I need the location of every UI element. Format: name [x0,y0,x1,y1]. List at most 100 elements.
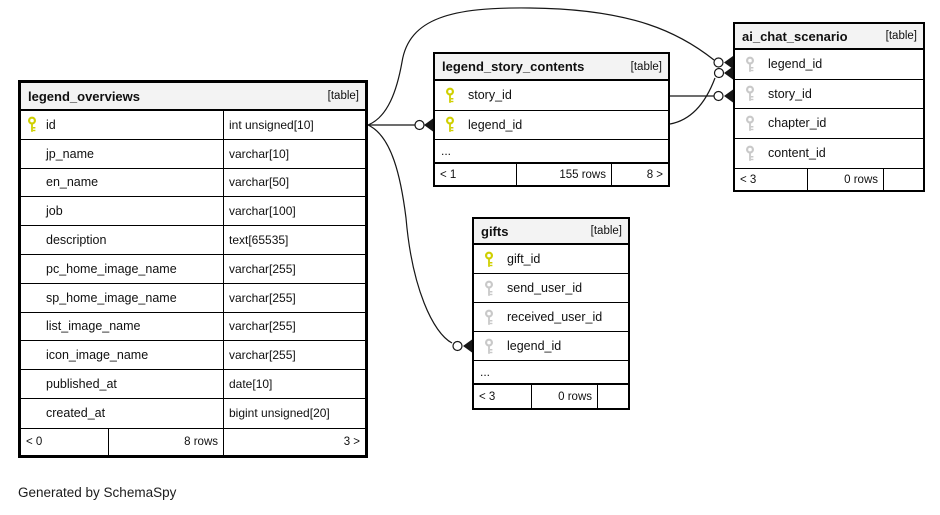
column-name: job [46,204,63,219]
column-name: published_at [46,377,117,392]
column-type: varchar[10] [229,146,290,161]
column-name: id [46,117,56,132]
foreign-key-icon [484,280,494,297]
primary-key-icon [27,116,37,133]
table-tag: [table] [885,30,917,42]
column-row: en_name varchar[50] [21,168,365,198]
column-row: legend_id [735,50,923,80]
pager-prev[interactable]: < 1 [435,164,517,185]
key-spacer [27,405,37,422]
table-header[interactable]: ai_chat_scenario [table] [735,24,923,50]
column-row: send_user_id [474,274,628,303]
table-pager: < 3 0 rows [474,384,628,408]
column-row: content_id [735,139,923,169]
table-ai-chat-scenario[interactable]: ai_chat_scenario [table] legend_id story… [733,22,925,192]
column-row: published_at date[10] [21,370,365,399]
column-name: send_user_id [507,281,583,295]
column-name: story_id [468,88,512,103]
primary-key-icon [445,116,455,133]
foreign-key-icon [745,85,755,102]
pager-row-count: 8 rows [109,428,224,455]
pager-next[interactable]: 3 > [343,435,360,448]
column-name: content_id [768,146,826,161]
column-row: chapter_id [735,109,923,139]
pager-prev[interactable]: < 3 [474,385,532,408]
primary-key-icon [445,87,455,104]
column-name: legend_id [468,117,523,132]
table-tag: [table] [590,225,622,237]
column-row: job varchar[100] [21,197,365,227]
table-title: ai_chat_scenario [742,28,848,44]
pager-row-count: 0 rows [808,169,884,190]
column-name: chapter_id [768,116,827,131]
key-spacer [27,232,37,249]
column-type: varchar[100] [229,204,296,219]
key-spacer [27,376,37,393]
table-legend-story-contents[interactable]: legend_story_contents [table] story_id l… [433,52,670,187]
column-name: jp_name [46,146,94,161]
column-type: bigint unsigned[20] [229,406,330,421]
foreign-key-icon [745,115,755,132]
table-header[interactable]: gifts [table] [474,219,628,245]
column-name: gift_id [507,252,541,266]
table-gifts[interactable]: gifts [table] gift_id send_user_id recei… [472,217,630,410]
column-row: pc_home_image_name varchar[255] [21,254,365,284]
column-row: gift_id [474,245,628,274]
column-name: received_user_id [507,310,603,324]
pager-next[interactable] [598,385,628,408]
column-name: description [46,233,107,248]
table-tag: [table] [630,60,662,73]
column-row: jp_name varchar[10] [21,139,365,169]
foreign-key-icon [484,338,494,355]
table-tag: [table] [327,90,359,102]
column-row: description text[65535] [21,226,365,255]
edge-legend-overviews-id-to-legend-story-contents-legend-id [368,118,433,132]
pager-next[interactable] [884,169,923,190]
column-name: pc_home_image_name [46,261,177,276]
primary-key-icon [484,251,494,268]
column-type: int unsigned[10] [229,117,314,132]
column-row: legend_id [435,111,668,140]
column-row: id int unsigned[10] [21,111,365,140]
column-name: icon_image_name [46,348,149,363]
table-header[interactable]: legend_overviews [table] [21,83,365,111]
key-spacer [27,174,37,191]
edge-legend-story-contents-legend-id-to-ai-chat-scenario-legend-id [669,66,733,125]
key-spacer [27,289,37,306]
hidden-columns-ellipsis: ... [435,140,668,163]
table-pager: < 0 8 rows 3 > [21,427,365,455]
edge-legend-story-contents-story-id-to-ai-chat-scenario-story-id [670,89,733,103]
key-spacer [27,260,37,277]
column-type: varchar[255] [229,319,296,334]
column-name: en_name [46,175,99,190]
table-title: legend_overviews [28,88,140,104]
column-name: story_id [768,86,812,101]
table-pager: < 3 0 rows [735,168,923,190]
column-row: list_image_name varchar[255] [21,312,365,342]
generated-by-note: Generated by SchemaSpy [18,485,177,500]
column-type: varchar[255] [229,261,296,276]
column-name: legend_id [507,339,562,353]
pager-next[interactable]: 8 > [646,168,663,181]
pager-prev[interactable]: < 0 [21,428,109,455]
pager-prev[interactable]: < 3 [735,169,808,190]
key-spacer [27,347,37,364]
table-pager: < 1 155 rows 8 > [435,163,668,185]
foreign-key-icon [484,309,494,326]
table-header[interactable]: legend_story_contents [table] [435,54,668,81]
column-row: created_at bigint unsigned[20] [21,398,365,428]
column-type: varchar[255] [229,348,296,363]
table-title: legend_story_contents [442,59,585,74]
table-legend-overviews[interactable]: legend_overviews [table] id int unsigned… [18,80,368,458]
column-row: received_user_id [474,303,628,332]
column-name: legend_id [768,57,823,72]
key-spacer [27,145,37,162]
column-name: created_at [46,406,106,421]
column-row: story_id [735,80,923,109]
foreign-key-icon [745,56,755,73]
foreign-key-icon [745,145,755,162]
column-type: varchar[50] [229,175,290,190]
key-spacer [27,318,37,335]
column-name: list_image_name [46,319,141,334]
column-row: icon_image_name varchar[255] [21,341,365,371]
